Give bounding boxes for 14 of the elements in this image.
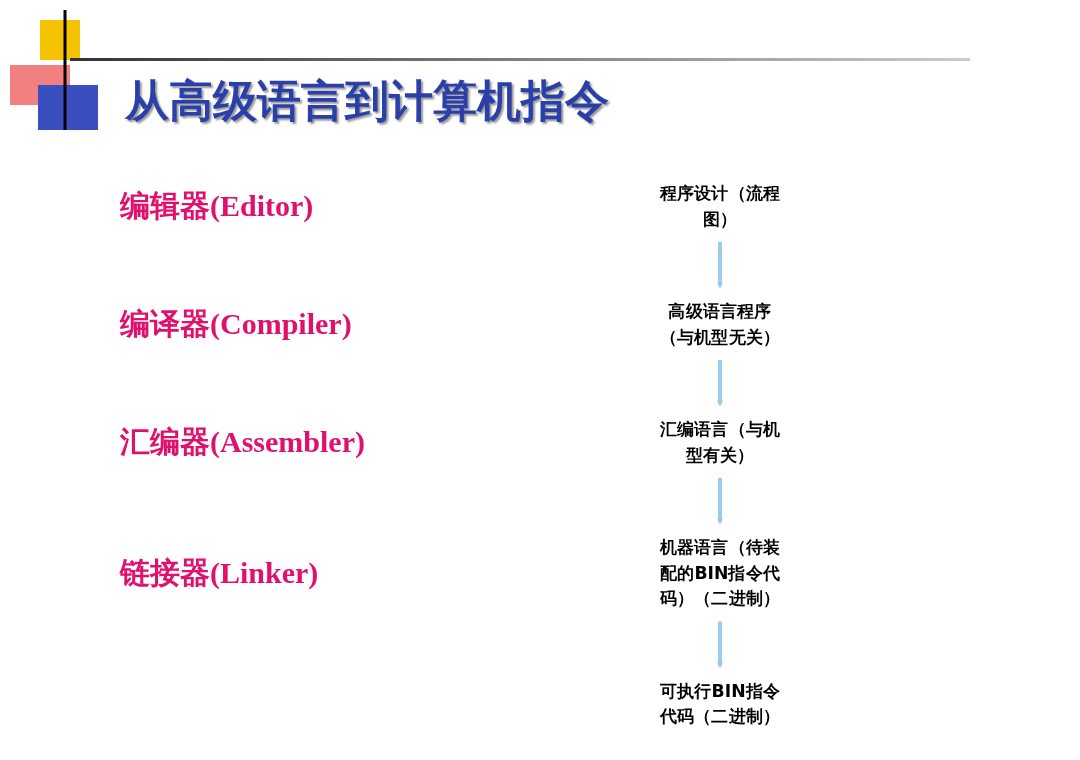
tool-label: 汇编器(Assembler)	[120, 423, 365, 460]
node-text: 程序设计（流程图）	[659, 182, 781, 229]
tool-label: 编辑器(Editor)	[120, 187, 314, 224]
arrow	[717, 621, 723, 669]
node-text: 高级语言程序（与机型无关）	[659, 300, 781, 347]
arrow	[717, 359, 723, 407]
arrow	[717, 477, 723, 525]
title: 从高级语言到计算机指令	[125, 74, 609, 128]
arrow	[717, 241, 723, 289]
node-text: 机器语言（待装配的BIN指令代码）（二进制）	[659, 536, 781, 609]
tool-label: 链接器(Linker)	[120, 554, 319, 591]
node-text: 汇编语言（与机型有关）	[659, 418, 781, 465]
node-text: 可执行BIN指令代码（二进制）	[659, 680, 781, 727]
tool-label: 编译器(Compiler)	[120, 305, 352, 342]
